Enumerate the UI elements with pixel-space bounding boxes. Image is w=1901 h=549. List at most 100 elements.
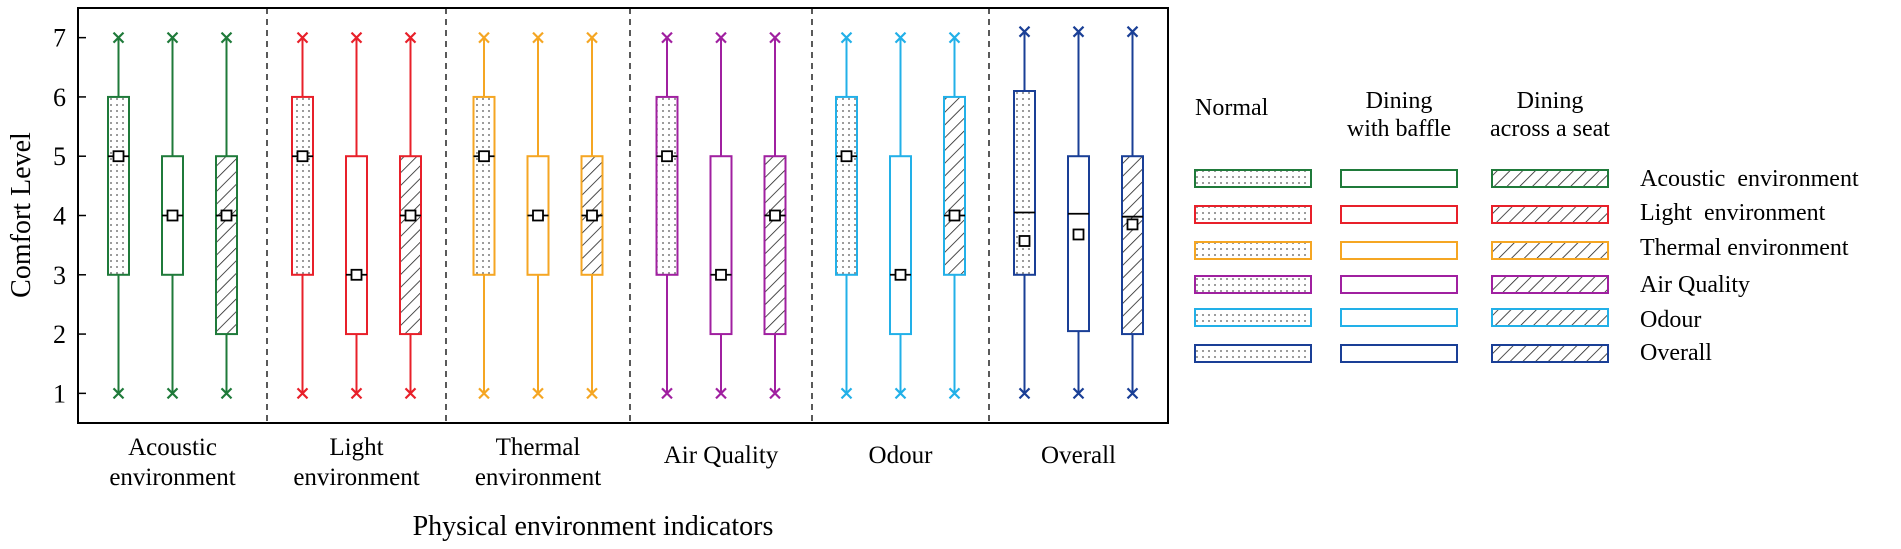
mean-marker <box>478 150 490 163</box>
mean-marker <box>769 209 781 222</box>
legend-swatch <box>1340 205 1458 224</box>
legend-swatch-bg <box>1341 345 1457 362</box>
max-marker <box>661 31 673 44</box>
min-marker <box>769 387 781 400</box>
legend-swatch <box>1491 169 1609 188</box>
y-tick-label: 5 <box>53 142 66 171</box>
min-marker <box>478 387 490 400</box>
iqr-box <box>399 155 422 336</box>
max-marker <box>478 31 490 44</box>
box-2-3 <box>399 31 422 400</box>
legend-swatch-bg <box>1341 206 1457 223</box>
x-category-label: Acoustic <box>128 434 217 461</box>
legend-swatch <box>1340 241 1458 260</box>
y-tick-label: 1 <box>53 379 66 408</box>
legend-swatch <box>1340 275 1458 294</box>
plot-area-frame <box>77 7 1169 424</box>
max-marker <box>769 31 781 44</box>
box-4-3 <box>763 31 787 400</box>
mean-marker <box>532 209 544 222</box>
iqr-box <box>1121 155 1144 336</box>
min-marker <box>296 387 309 400</box>
max-marker <box>840 31 853 44</box>
legend-row-label: Overall <box>1640 340 1712 366</box>
box-1-2 <box>161 31 184 400</box>
iqr-box <box>345 155 368 336</box>
x-category-label: environment <box>475 464 601 491</box>
min-marker <box>586 387 598 400</box>
legend-swatch <box>1491 275 1609 294</box>
iqr-box <box>835 95 858 276</box>
y-tick-label: 4 <box>53 202 66 231</box>
x-category-labels: AcousticenvironmentLightenvironmentTherm… <box>109 434 1116 491</box>
min-marker <box>661 387 673 400</box>
legend-group-label: across a seat <box>1490 116 1610 142</box>
legend-swatch <box>1194 169 1312 188</box>
legend-swatch <box>1194 344 1312 363</box>
x-category-label: Overall <box>1041 442 1116 469</box>
legend-swatch-bg <box>1341 309 1457 326</box>
min-marker <box>1126 387 1139 400</box>
max-marker <box>1072 25 1085 38</box>
legend-swatch <box>1194 205 1312 224</box>
y-tick-label: 2 <box>53 320 66 349</box>
legend-swatch <box>1340 344 1458 363</box>
iqr-box <box>655 95 679 276</box>
min-marker <box>1018 387 1031 400</box>
iqr-box <box>763 155 787 336</box>
min-marker <box>220 387 233 400</box>
box-6-3 <box>1121 25 1144 400</box>
box-2-1 <box>291 31 314 400</box>
legend-swatch-bg <box>1341 276 1457 293</box>
min-marker <box>948 387 961 400</box>
legend-swatch-bg <box>1341 170 1457 187</box>
mean-marker <box>715 268 727 281</box>
iqr-box <box>709 155 733 336</box>
legend-swatch <box>1491 205 1609 224</box>
legend-swatch <box>1194 241 1312 260</box>
mean-marker <box>1072 228 1085 241</box>
legend-group-label: Dining <box>1517 88 1584 114</box>
box-series <box>107 25 1144 400</box>
max-marker <box>350 31 363 44</box>
mean-marker <box>350 268 363 281</box>
legend-swatch <box>1491 308 1609 327</box>
legend-row-label: Light environment <box>1640 200 1826 226</box>
legend-row-label: Thermal environment <box>1640 235 1849 261</box>
x-category-label: Odour <box>869 442 934 469</box>
legend-swatch <box>1194 275 1312 294</box>
max-marker <box>220 31 233 44</box>
min-marker <box>532 387 544 400</box>
mean-marker <box>1126 218 1139 231</box>
min-marker <box>404 387 417 400</box>
iqr-box <box>943 95 966 276</box>
min-marker <box>715 387 727 400</box>
box-background <box>890 156 911 335</box>
box-2-2 <box>345 31 368 400</box>
legend-swatch <box>1491 241 1609 260</box>
legend-swatch <box>1340 169 1458 188</box>
box-3-3 <box>580 31 604 400</box>
max-marker <box>112 31 125 44</box>
legend-row-label: Odour <box>1640 307 1701 333</box>
x-category-label: environment <box>293 464 419 491</box>
legend-row-label: Air Quality <box>1640 272 1750 298</box>
max-marker <box>894 31 907 44</box>
legend-group-label: with baffle <box>1347 116 1451 142</box>
max-marker <box>166 31 179 44</box>
mean-marker <box>220 209 233 222</box>
y-axis-title: Comfort Level <box>6 132 37 298</box>
box-background <box>1068 156 1089 332</box>
min-marker <box>840 387 853 400</box>
legend-swatch <box>1340 308 1458 327</box>
box-5-3 <box>943 31 966 400</box>
y-tick-label: 3 <box>53 261 66 290</box>
iqr-box <box>889 155 912 336</box>
min-marker <box>166 387 179 400</box>
max-marker <box>532 31 544 44</box>
mean-marker <box>840 150 853 163</box>
x-category-label: environment <box>109 464 235 491</box>
box-5-2 <box>889 31 912 400</box>
mean-marker <box>404 209 417 222</box>
